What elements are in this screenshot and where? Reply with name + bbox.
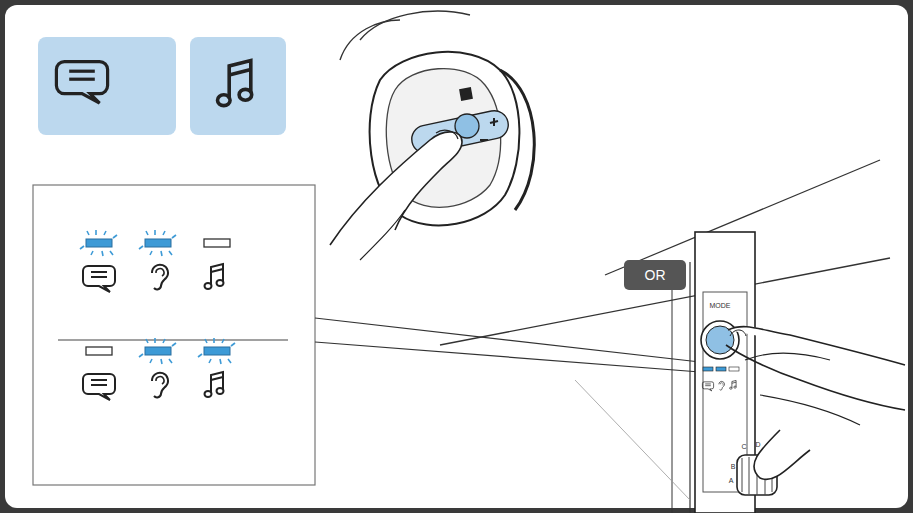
tag-box: OR — [624, 260, 686, 290]
knob-letter: A — [729, 477, 734, 484]
knob-letter: D — [755, 441, 760, 448]
button-label: MODE — [710, 302, 731, 309]
tag-text: OR — [645, 267, 666, 283]
knob-letter: B — [731, 463, 736, 470]
knob-letter: C — [741, 443, 746, 450]
